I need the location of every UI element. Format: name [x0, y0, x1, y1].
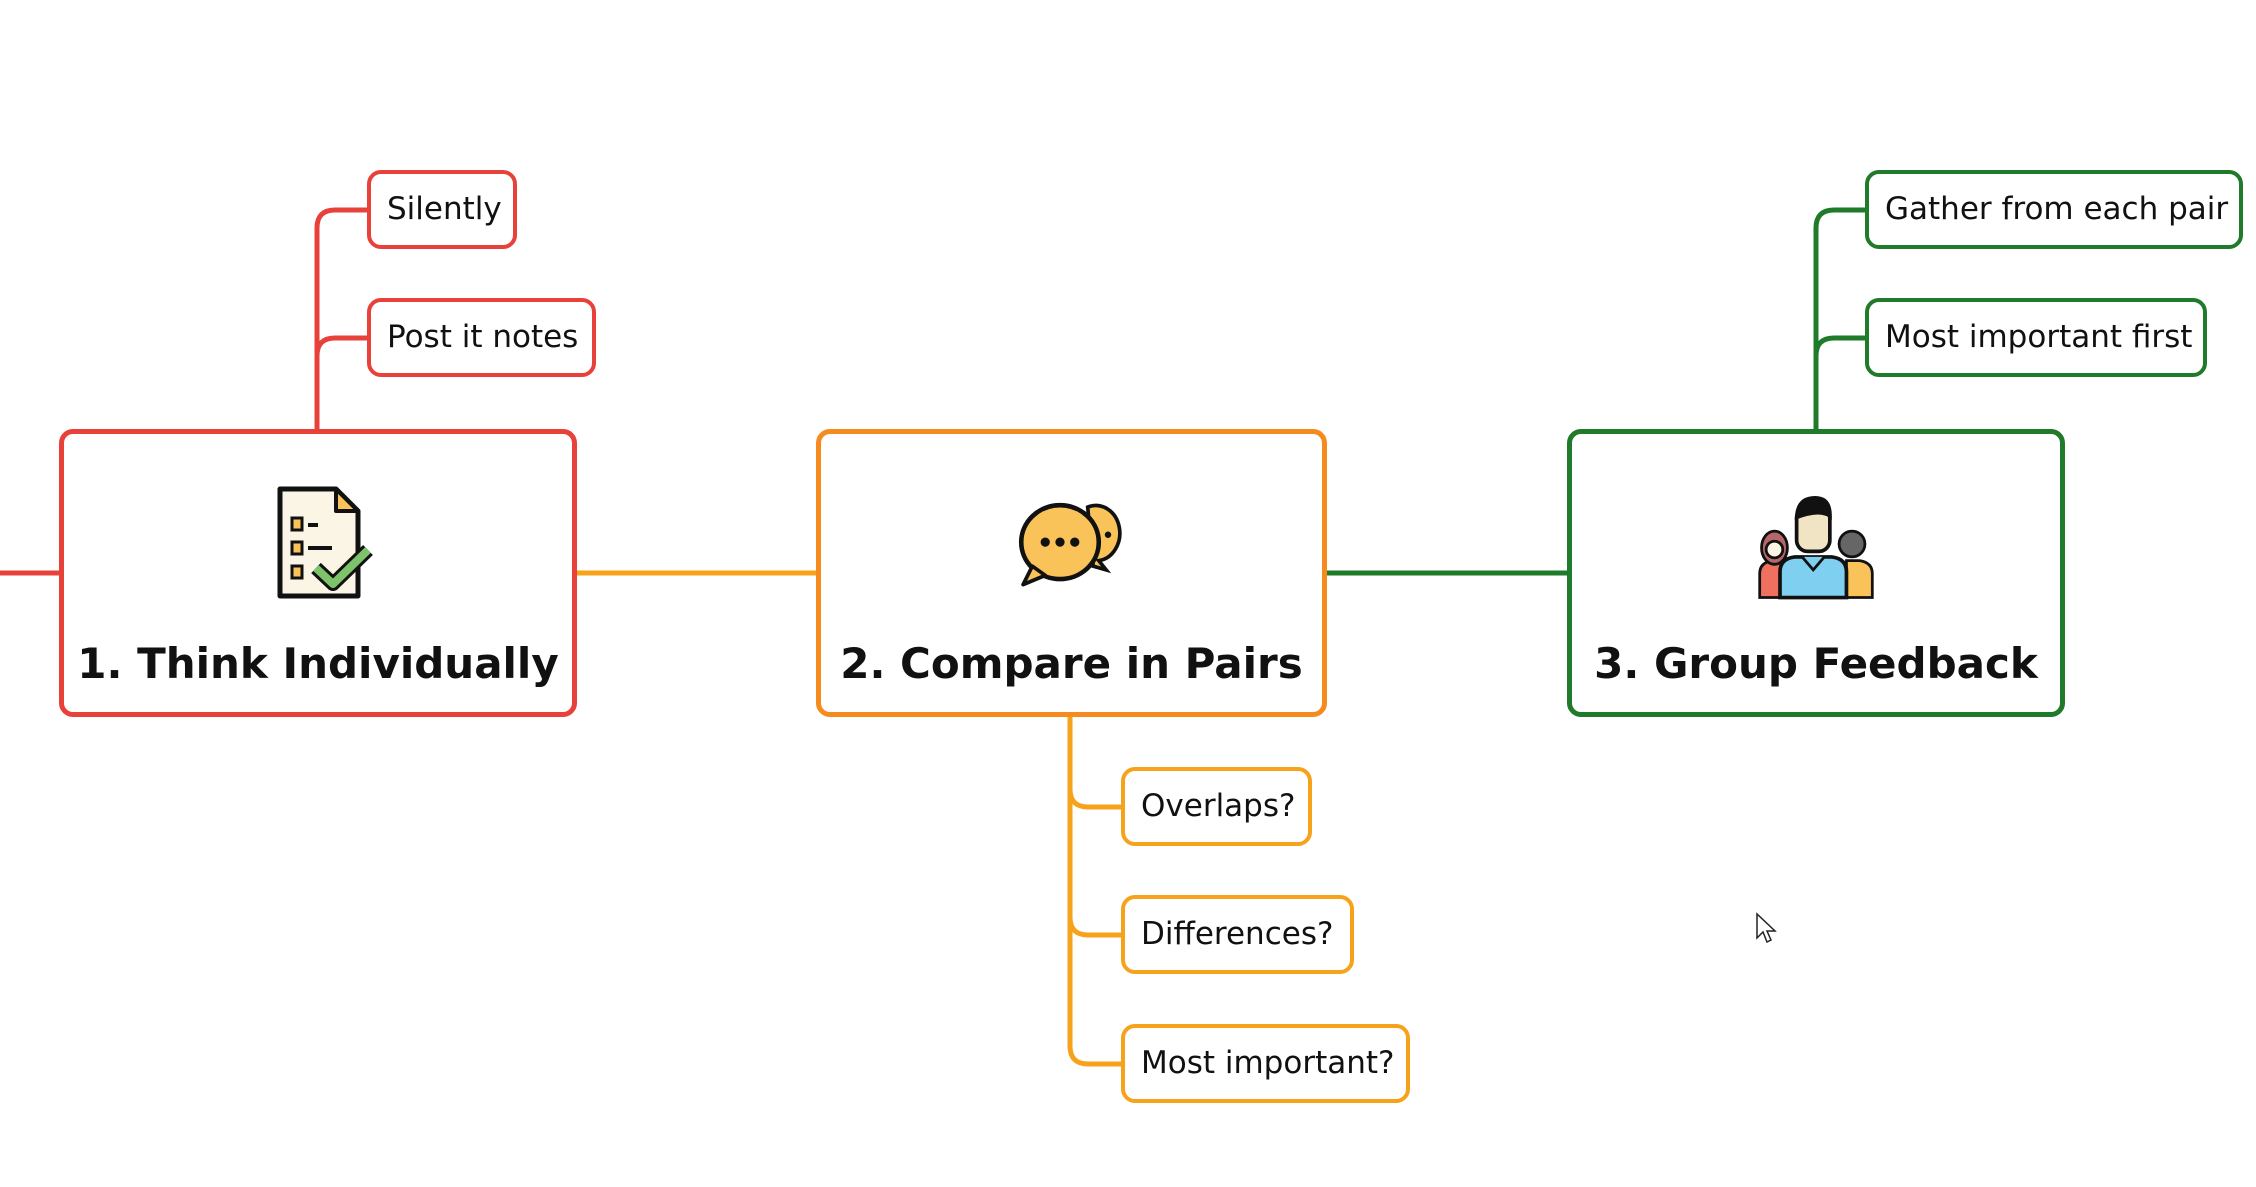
node-title: 1. Think Individually: [77, 639, 559, 688]
branch-green: [1813, 207, 1865, 429]
speech-bubbles-icon: [1018, 502, 1122, 587]
subnode-post-it-notes[interactable]: Post it notes: [367, 298, 596, 377]
subnode-differences[interactable]: Differences?: [1121, 895, 1354, 974]
branch-orange: [1067, 717, 1121, 1067]
node-think-individually[interactable]: 1. Think Individually: [59, 429, 577, 717]
node-title: 3. Group Feedback: [1594, 639, 2038, 688]
group-people-icon: [1758, 496, 1874, 600]
subnode-most-important-question[interactable]: Most important?: [1121, 1024, 1410, 1103]
subnode-most-important-first[interactable]: Most important first: [1865, 298, 2207, 377]
subnode-gather-from-each-pair[interactable]: Gather from each pair: [1865, 170, 2243, 249]
node-title: 2. Compare in Pairs: [840, 639, 1303, 688]
branch-red: [314, 207, 367, 429]
subnode-silently[interactable]: Silently: [367, 170, 517, 249]
node-compare-in-pairs[interactable]: 2. Compare in Pairs: [816, 429, 1327, 717]
checklist-icon: [277, 486, 373, 599]
subnode-overlaps[interactable]: Overlaps?: [1121, 767, 1312, 846]
node-group-feedback[interactable]: 3. Group Feedback: [1567, 429, 2065, 717]
mouse-cursor-icon: [1756, 912, 1777, 944]
